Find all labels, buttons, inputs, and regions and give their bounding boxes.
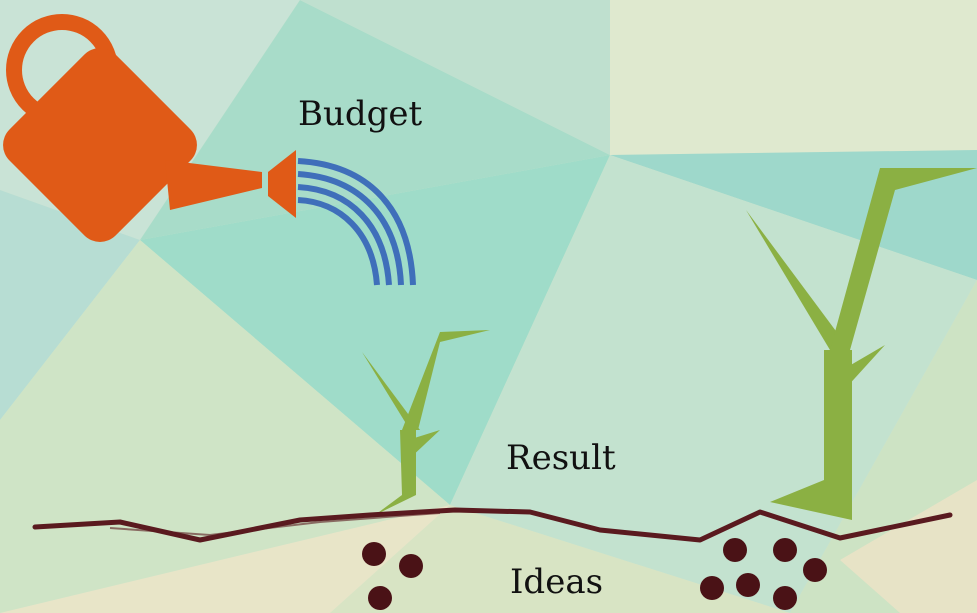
watering-can-icon (3, 14, 296, 242)
seed-icon (773, 586, 797, 610)
soil-line (32, 507, 953, 543)
seed-icon (736, 573, 760, 597)
result-label: Result (506, 438, 616, 478)
seed-icon (700, 576, 724, 600)
large-plant-icon (746, 168, 977, 520)
budget-label: Budget (298, 94, 423, 134)
seed-icon (723, 538, 747, 562)
seed-icon (399, 554, 423, 578)
small-plant-icon (362, 330, 490, 515)
ideas-label: Ideas (510, 562, 604, 602)
seed-icon (773, 538, 797, 562)
seeds-group (362, 538, 827, 610)
seed-icon (362, 542, 386, 566)
water-stream-icon (297, 158, 416, 286)
seed-icon (368, 586, 392, 610)
seed-icon (803, 558, 827, 582)
